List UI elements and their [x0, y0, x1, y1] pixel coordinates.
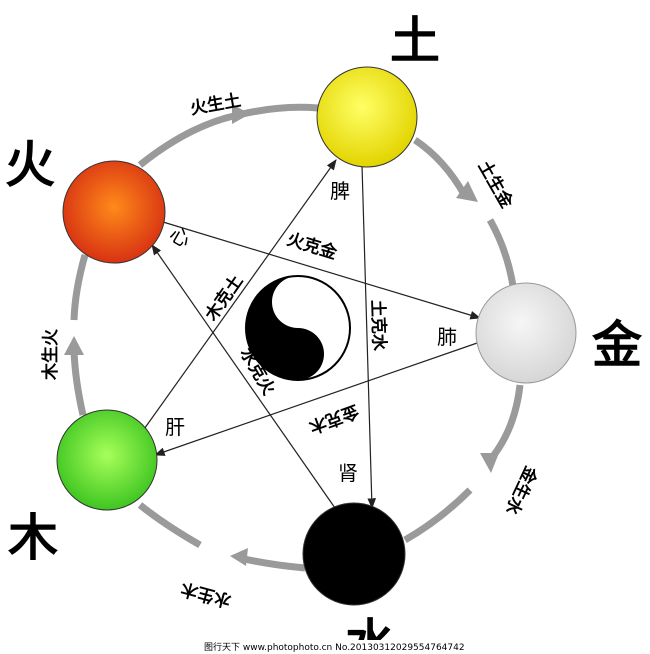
yin-yang-icon: [245, 275, 351, 381]
organ-spleen: 脾: [330, 179, 350, 203]
arrow-gap-earth: [237, 103, 319, 119]
controlling-star: [141, 159, 482, 510]
organ-lung: 肺: [437, 325, 457, 349]
rel-metal-wood: 金克木: [305, 400, 362, 438]
water-ball: [302, 502, 406, 606]
rel-water-wood: 水生木: [178, 578, 234, 612]
organ-heart: 心: [166, 222, 195, 253]
rel-earth-metal: 土生金: [474, 157, 518, 213]
arrow-metal-to-water: [487, 384, 524, 463]
arrowhead-wood: [230, 548, 248, 566]
watermark-strip: [0, 640, 650, 654]
arrowhead-water: [480, 453, 499, 473]
arrowhead-earth: [232, 104, 250, 124]
arrow-fire-to-earth: [137, 111, 239, 168]
metal-ball: [475, 282, 577, 384]
arrowhead-metal: [456, 181, 478, 202]
line-water-to-fire: [151, 244, 336, 509]
generating-arrowheads: [64, 104, 499, 566]
earth-ball: [316, 66, 418, 168]
arrow-earth-to-metal: [413, 137, 469, 198]
arrowhead-fire: [64, 336, 84, 355]
line-metal-to-wood: [153, 341, 481, 456]
label-metal: 金: [592, 316, 643, 374]
arrow-wood-to-fire: [70, 349, 87, 416]
organ-liver: 肝: [165, 415, 185, 439]
line-wood-to-earth: [141, 159, 337, 433]
rel-fire-metal: 火克金: [285, 229, 341, 264]
rel-wood-fire: 木生火: [40, 328, 61, 381]
fire-ball: [62, 160, 166, 264]
wood-ball: [56, 409, 158, 511]
watermark: 图行天下 www.photophoto.cn No.20130312029554…: [204, 641, 465, 653]
label-fire: 火: [5, 136, 55, 194]
label-wood: 木: [8, 509, 58, 567]
rel-metal-water: 金生水: [500, 462, 541, 519]
arrow-gap-fire: [70, 254, 89, 321]
arrow-water-to-wood: [239, 554, 306, 572]
label-earth: 土: [390, 12, 440, 70]
arrow-gap-wood: [137, 502, 202, 549]
line-earth-to-water: [361, 164, 377, 510]
arrow-gap-water: [403, 487, 473, 544]
organ-kidney: 肾: [338, 461, 358, 485]
element-balls: [56, 66, 577, 606]
line-fire-to-metal: [162, 221, 482, 320]
rel-earth-water: 土克水: [367, 299, 390, 352]
